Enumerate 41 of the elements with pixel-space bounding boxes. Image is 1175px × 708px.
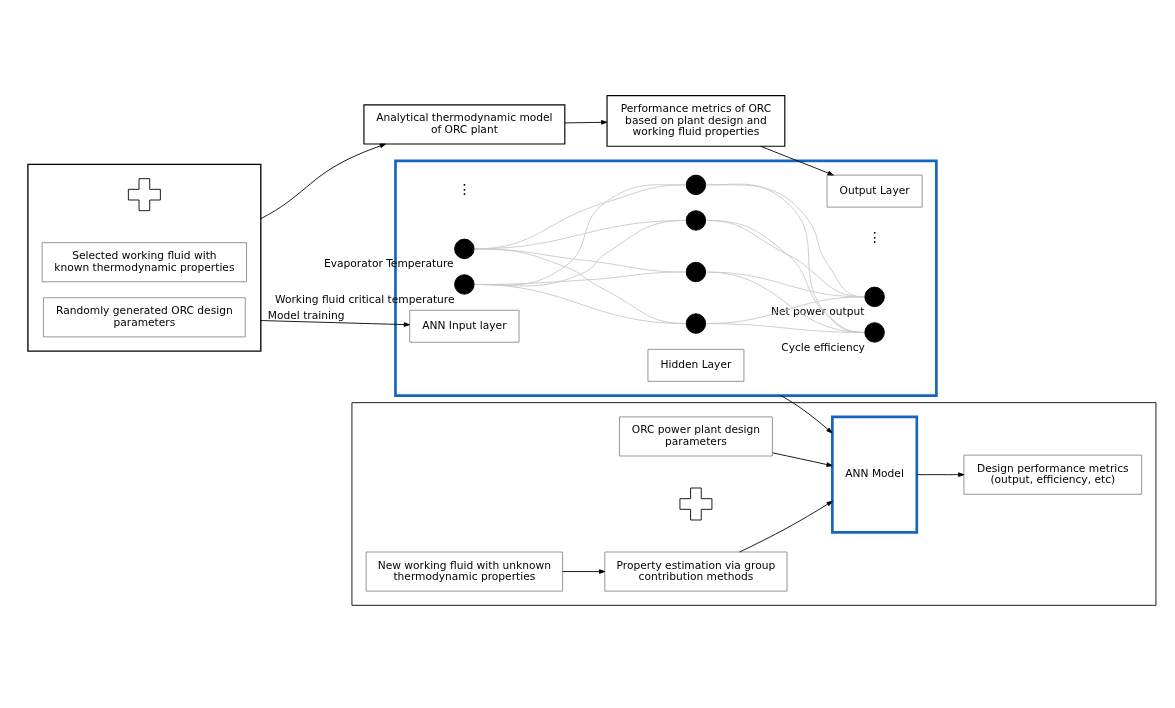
arrow — [564, 120, 608, 125]
cluster — [27, 163, 262, 352]
node-box: Selected working fluid with known thermodynamic properties — [41, 242, 248, 283]
node-box: Performance metrics of ORC based on plant design and working fluid properties — [606, 95, 786, 147]
node-circle — [685, 313, 707, 334]
node-circle — [685, 210, 707, 231]
arrow — [780, 395, 833, 434]
cluster — [351, 402, 1157, 606]
arrow — [916, 472, 965, 477]
arrow — [739, 500, 833, 553]
node-circle — [685, 261, 707, 283]
arrow — [772, 452, 833, 467]
node-box: Analytical thermodynamic model of ORC plant — [363, 104, 566, 145]
node-label: Cycle efficiency — [781, 340, 865, 354]
node-box: Hidden Layer — [647, 348, 745, 382]
connector — [474, 184, 686, 286]
edge-label: Model training — [267, 308, 345, 322]
arrow — [260, 320, 410, 327]
connector — [706, 271, 865, 333]
node-box: New working fluid with unknown thermodynamic properties — [365, 551, 564, 592]
node-circle — [454, 274, 475, 295]
connector — [474, 248, 686, 324]
node-box: Output Layer — [826, 174, 923, 208]
node-circle — [864, 286, 885, 308]
label: ⋮ — [457, 181, 472, 198]
node-box: Randomly generated ORC design parameters — [43, 297, 246, 338]
node-box: ANN Input layer — [409, 309, 520, 343]
arrow — [562, 569, 606, 574]
node-circle — [685, 174, 707, 196]
node-box: ANN Model — [831, 415, 919, 534]
arrow — [260, 143, 386, 220]
node-circle — [864, 322, 885, 343]
node-circle — [454, 238, 475, 260]
node-box: Property estimation via group contribution methods — [604, 551, 788, 592]
node-label: Net power output — [770, 305, 865, 319]
label: ⋮ — [867, 229, 882, 246]
node-box: Design performance metrics (output, efficiency, etc) — [963, 454, 1143, 495]
connector — [706, 220, 865, 333]
connector — [706, 183, 865, 333]
node-box: ORC power plant design parameters — [619, 416, 773, 457]
connector — [474, 220, 686, 287]
